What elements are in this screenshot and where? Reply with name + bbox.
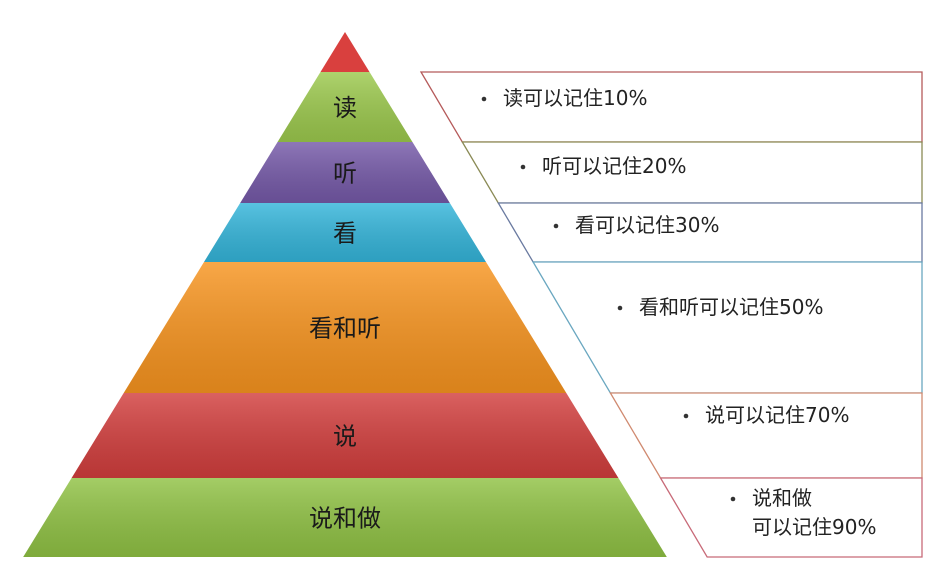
description-text: 说和做 (752, 486, 812, 510)
description-box-border (531, 261, 923, 394)
description-text: 看可以记住30% (575, 213, 719, 237)
pyramid-level-label: 读 (333, 94, 357, 122)
pyramid-band-shading (277, 72, 413, 142)
bullet-icon (617, 305, 623, 311)
bullet-icon (683, 413, 689, 419)
description-box: 看和听可以记住50% (531, 261, 923, 394)
description-box-border (461, 141, 923, 204)
pyramid-level: 说和做 (23, 478, 667, 557)
description-text: 可以记住90% (752, 515, 876, 539)
pyramid-level: 听 (240, 142, 450, 203)
pyramid-level-label: 说 (333, 423, 357, 451)
bullet-icon (553, 223, 559, 229)
pyramid-level-label: 看和听 (309, 315, 381, 343)
bullet-icon (730, 496, 736, 502)
pyramid-level: 说 (71, 393, 619, 478)
description-box: 看可以记住30% (497, 202, 923, 263)
pyramid-band-shading (23, 478, 667, 557)
description-box: 听可以记住20% (461, 141, 923, 204)
pyramid-level: 看 (204, 203, 486, 262)
pyramid-level: 读 (277, 72, 413, 142)
description-text: 看和听可以记住50% (639, 295, 823, 319)
pyramid-level-label: 说和做 (309, 505, 381, 533)
pyramid-band-shading (71, 393, 619, 478)
bullet-icon (520, 164, 526, 170)
description-box: 说可以记住70% (609, 392, 923, 479)
pyramid-band-shading (240, 142, 450, 203)
pyramid-tip (320, 32, 370, 72)
description-text: 说可以记住70% (705, 403, 849, 427)
pyramid-level-label: 听 (333, 160, 357, 188)
pyramid-band-shading (204, 203, 486, 262)
pyramid-band-shading (123, 262, 567, 393)
pyramid-level-label: 看 (333, 220, 357, 248)
description-box-border (419, 71, 923, 143)
description-box-border (659, 477, 923, 558)
pyramid-level: 看和听 (123, 262, 567, 393)
description-text: 听可以记住20% (542, 154, 686, 178)
description-box: 读可以记住10% (419, 71, 923, 143)
description-text: 读可以记住10% (503, 86, 647, 110)
bullet-icon (481, 96, 487, 102)
